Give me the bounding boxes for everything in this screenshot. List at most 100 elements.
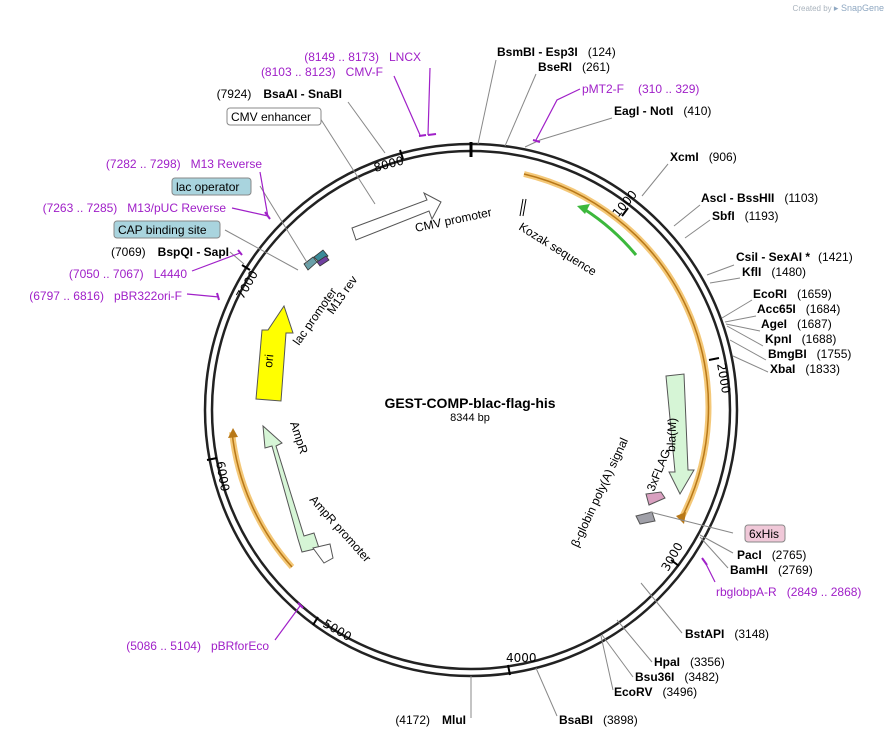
enzyme-paci[interactable]: PacI(2765) [737,548,806,562]
enzyme-csii[interactable]: CsiI - SexAI *(1421) [736,250,853,264]
signal-green-arrowhead [577,204,590,214]
lac-promoter-label: lac promoter [290,285,340,348]
ori-feature [255,304,294,402]
enzyme-hpai[interactable]: HpaI(3356) [654,655,725,669]
plasmid-name: GEST-COMP-blac-flag-his [384,395,555,411]
enzyme-bstapi[interactable]: BstAPI(3148) [685,627,769,641]
6xhis-box [744,524,786,543]
leader-pbr322ori-f [186,293,220,298]
enzyme-acc65i[interactable]: Acc65I(1684) [757,302,840,316]
primer-marks [216,133,708,609]
mark-pbrforeco [297,602,304,609]
enzyme-bseri[interactable]: BseRI(261) [538,60,610,74]
enzyme-bsu36i[interactable]: Bsu36I(3482) [635,670,719,684]
leader-lncx [427,67,431,136]
primer-pbrforeco[interactable]: (5086 .. 5104)pBRforEco [126,639,269,653]
primer-rbglobpa-r[interactable]: rbglobpA-R(2849 .. 2868) [716,585,861,599]
enzyme-sbfi[interactable]: SbfI(1193) [712,209,778,223]
leader-csii [706,264,735,276]
enzyme-xcmi[interactable]: XcmI(906) [670,150,737,164]
enzyme-bsabi[interactable]: BsaBI(3898) [559,713,638,727]
cmv-enhancer-label[interactable]: CMV enhancer [231,110,311,124]
leader-m13puc-reverse [231,207,269,217]
leader-pbrforeco [274,605,301,641]
enzyme-labels: BsmBI - Esp3I(124) BseRI(261) EagI - Not… [111,45,853,727]
leader-ecori [721,299,753,319]
enzyme-bsmbi[interactable]: BsmBI - Esp3I(124) [497,45,616,59]
enzyme-kfli[interactable]: KflI(1480) [742,265,806,279]
leader-bsaai [347,101,386,154]
leader-cmv-enhancer [319,117,376,205]
tick-6000 [206,457,218,461]
enzyme-asci[interactable]: AscI - BssHII(1103) [701,191,818,205]
leader-paci [699,534,734,554]
enzyme-agei[interactable]: AgeI(1687) [761,317,832,331]
enzyme-bamhi[interactable]: BamHI(2769) [730,563,813,577]
flag-feature [645,491,666,506]
polya-feature [635,511,656,525]
enzyme-bspqi[interactable]: (7069)BspQI - SapI [111,245,229,259]
mark-lncx [427,133,437,136]
mark-pmt2-f [532,139,541,143]
ori-label: ori [261,354,276,369]
flag-label: 3xFLAG [644,447,673,493]
kozak-mark-1 [519,198,524,217]
enzyme-ecori[interactable]: EcoRI(1659) [753,287,832,301]
ampr-promoter-label: AmpR promoter [307,493,374,565]
enzyme-xbai[interactable]: XbaI(1833) [770,362,840,376]
leader-bmgbi [729,339,767,361]
leader-acc65i [724,315,757,323]
leader-bsmbi [477,59,497,145]
signal-green-arrow [583,207,638,256]
ampr-promoter-feature [312,543,334,564]
cap-binding-site-label[interactable]: CAP binding site [118,223,207,237]
orf-arc-right [523,173,710,520]
plasmid-size: 8344 bp [450,412,490,424]
primer-l4440[interactable]: (7050 .. 7067)L4440 [69,267,187,281]
primer-m13-reverse[interactable]: (7282 .. 7298)M13 Reverse [106,157,262,171]
enzyme-leaders [224,59,769,718]
leader-l4440 [191,252,241,272]
primer-m13puc-reverse[interactable]: (7263 .. 7285)M13/pUC Reverse [43,201,227,215]
cap-binding-site-box [113,220,221,239]
lac-operator-label[interactable]: lac operator [176,180,239,194]
leader-asci [673,204,701,227]
enzyme-kpni[interactable]: KpnI(1688) [765,332,836,346]
enzyme-bsaai[interactable]: (7924)BsaAI - SnaBI [217,87,342,101]
orf-arc-left-arrow [228,428,238,438]
enzyme-bmgbi[interactable]: BmgBI(1755) [768,347,851,361]
primer-cmv-f[interactable]: (8103 .. 8123)CMV-F [261,65,383,79]
enzyme-ecorv[interactable]: EcoRV(3496) [614,685,697,699]
primer-lncx[interactable]: (8149 .. 8173)LNCX [304,50,421,64]
orf-arc-left-halo [229,431,295,570]
bla-label: bla(M) [664,418,679,452]
snapgene-logo: ▸ SnapGene [833,3,884,13]
tick-4000 [507,664,511,676]
leader-m13-reverse [259,171,269,218]
primer-leaders [186,67,716,641]
primer-pmt2-f[interactable]: pMT2-F(310 .. 329) [582,82,699,96]
polya-label: β-globin poly(A) signal [568,436,631,550]
leader-kpni [726,325,764,347]
leader-bspqi [229,251,245,265]
6xhis-label[interactable]: 6xHis [749,527,779,541]
watermark-brand: SnapGene [840,3,884,13]
tick-label-4000: 4000 [506,651,537,665]
leader-rbglobpa-r [704,561,716,583]
enzyme-eagi[interactable]: EagI - NotI(410) [614,104,711,118]
primer-pbr322ori-f[interactable]: (6797 .. 6816)pBR322ori-F [29,289,182,303]
leader-eagi [524,117,613,148]
orf-arc-left [231,431,293,568]
enzyme-mlui[interactable]: (4172)MluI [395,713,466,727]
tick-7000 [241,264,251,271]
lac-operator-box [171,177,252,196]
mark-rbglob [701,557,708,566]
watermark-prefix: Created by [792,4,832,13]
orf-arc-right-arrow [676,512,686,524]
kozak-mark-2 [522,198,527,217]
leader-bamhi [699,536,729,569]
snapgene-watermark: Created by ▸ SnapGene [793,3,884,14]
leader-kfli [709,277,741,284]
leader-pmt2-f [535,88,581,141]
tick-label-2000: 2000 [714,362,733,395]
